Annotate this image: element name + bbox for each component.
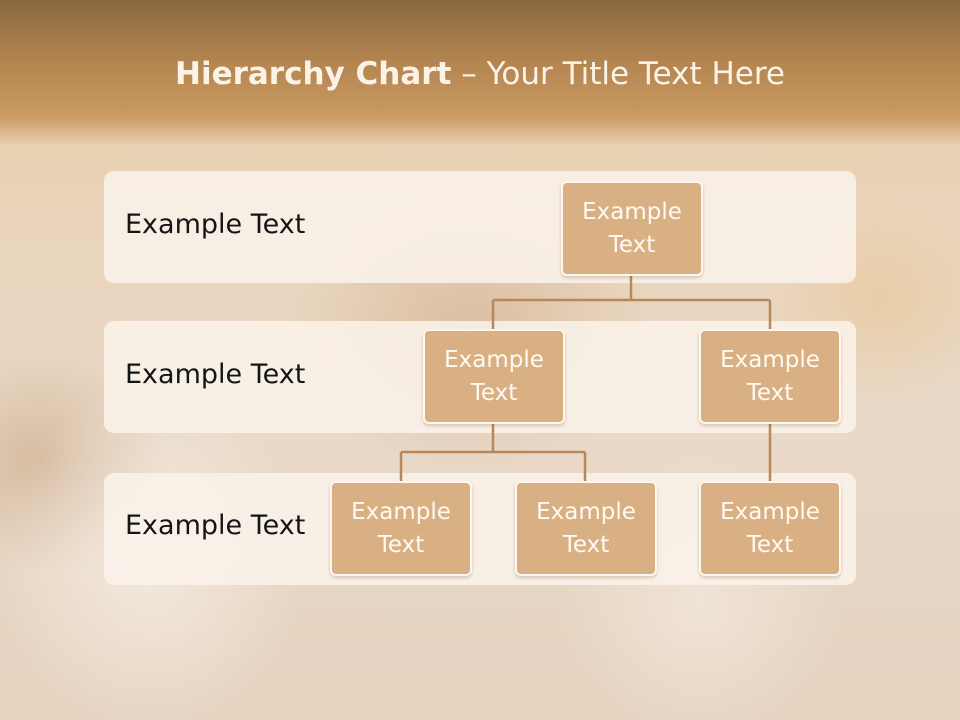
title-rest: Your Title Text Here bbox=[486, 56, 785, 92]
level-label-3: Example Text bbox=[125, 510, 306, 541]
slide-title: Hierarchy Chart – Your Title Text Here bbox=[0, 56, 960, 92]
title-bar bbox=[0, 0, 960, 145]
level-band-1 bbox=[104, 171, 856, 283]
title-bold: Hierarchy Chart bbox=[175, 56, 452, 92]
connector-root bbox=[491, 275, 772, 330]
connector-left bbox=[399, 422, 587, 482]
title-separator: – bbox=[451, 56, 487, 92]
level-label-2: Example Text bbox=[125, 359, 306, 390]
level-label-1: Example Text bbox=[125, 209, 306, 240]
